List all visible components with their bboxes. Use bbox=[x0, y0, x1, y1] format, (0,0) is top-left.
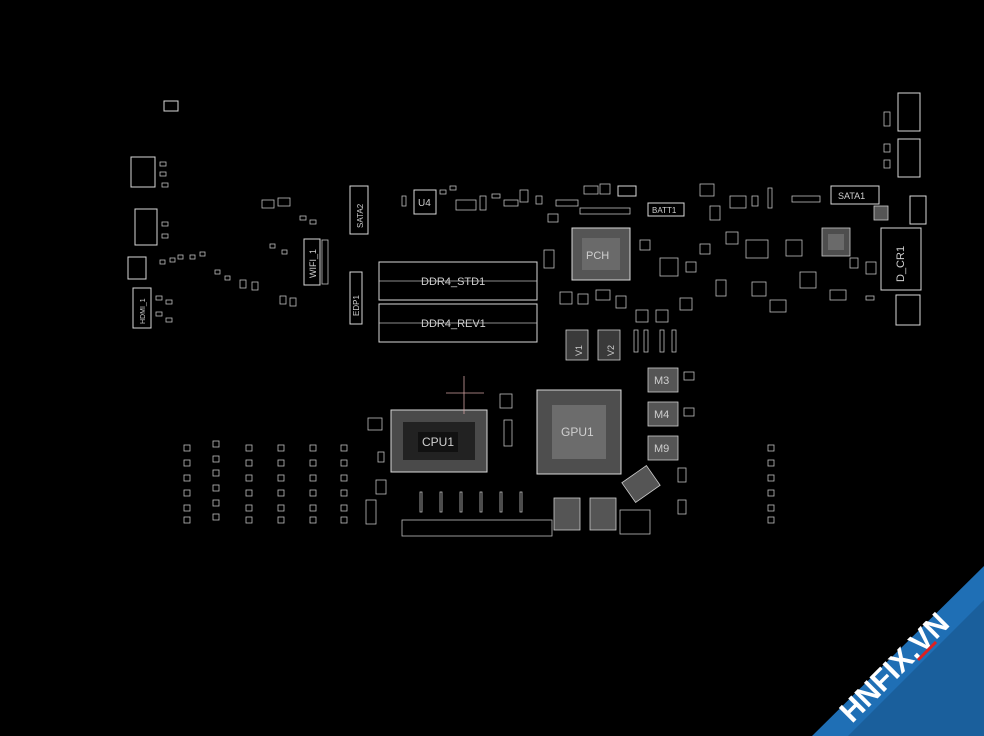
ddr-rev-label: DDR4_REV1 bbox=[421, 318, 486, 330]
cursor-crosshair bbox=[446, 376, 484, 414]
pch-area-parts bbox=[543, 213, 727, 323]
d-cr1-label: D_CR1 bbox=[895, 246, 907, 282]
u4-label: U4 bbox=[418, 198, 431, 209]
ddr-std-slot: DDR4_STD1 bbox=[378, 261, 538, 301]
v2-chip: V2 bbox=[597, 329, 621, 361]
gpu-chip: GPU1 bbox=[536, 389, 622, 475]
right-chip bbox=[821, 227, 851, 257]
cpu-bottom-parts bbox=[365, 479, 651, 537]
memory-m9: M9 bbox=[647, 435, 679, 461]
hdmi-label: HDMI_1 bbox=[140, 298, 147, 324]
hdmi-connector bbox=[132, 287, 152, 329]
pch-label: PCH bbox=[586, 250, 609, 262]
wifi-label: WIFI_1 bbox=[308, 249, 318, 278]
test-pad-grid bbox=[183, 440, 348, 524]
watermark: HNFIX.VN bbox=[812, 566, 984, 736]
m4-label: M4 bbox=[654, 409, 669, 421]
m3-label: M3 bbox=[654, 375, 669, 387]
ddr-rev-slot: DDR4_REV1 bbox=[378, 303, 538, 343]
batt1-connector: BATT1 bbox=[647, 202, 685, 217]
cpu-chip: CPU1 bbox=[390, 409, 488, 473]
u4-chip: U4 bbox=[413, 189, 437, 215]
right-top-parts bbox=[699, 183, 877, 313]
edp-connector: EDP1 bbox=[349, 271, 363, 325]
memory-m4: M4 bbox=[647, 401, 679, 427]
edp-label: EDP1 bbox=[352, 295, 361, 316]
sata2-label: SATA2 bbox=[356, 203, 365, 228]
test-pad-column bbox=[767, 444, 775, 524]
gpu-label: GPU1 bbox=[561, 425, 594, 439]
d-cr1-connector: D_CR1 bbox=[880, 227, 922, 291]
left-connectors: HDMI_1 bbox=[127, 100, 317, 329]
cpu-label: CPU1 bbox=[422, 435, 454, 449]
v1-label: V1 bbox=[574, 345, 584, 356]
sata1-label: SATA1 bbox=[838, 191, 865, 201]
memory-m3: M3 bbox=[647, 367, 679, 393]
watermark-accent bbox=[916, 640, 938, 662]
sata1-connector: SATA1 bbox=[830, 185, 880, 205]
pch-chip: PCH bbox=[571, 227, 631, 281]
v1-chip: V1 bbox=[565, 329, 589, 361]
ddr-std-label: DDR4_STD1 bbox=[421, 276, 485, 288]
right-connectors bbox=[865, 92, 927, 326]
v2-label: V2 bbox=[606, 345, 616, 356]
batt1-label: BATT1 bbox=[652, 206, 677, 215]
m9-label: M9 bbox=[654, 443, 669, 455]
wifi-module: WIFI_1 bbox=[303, 238, 329, 286]
top-mid-parts bbox=[401, 183, 631, 215]
sata2-connector: SATA2 bbox=[349, 185, 369, 235]
